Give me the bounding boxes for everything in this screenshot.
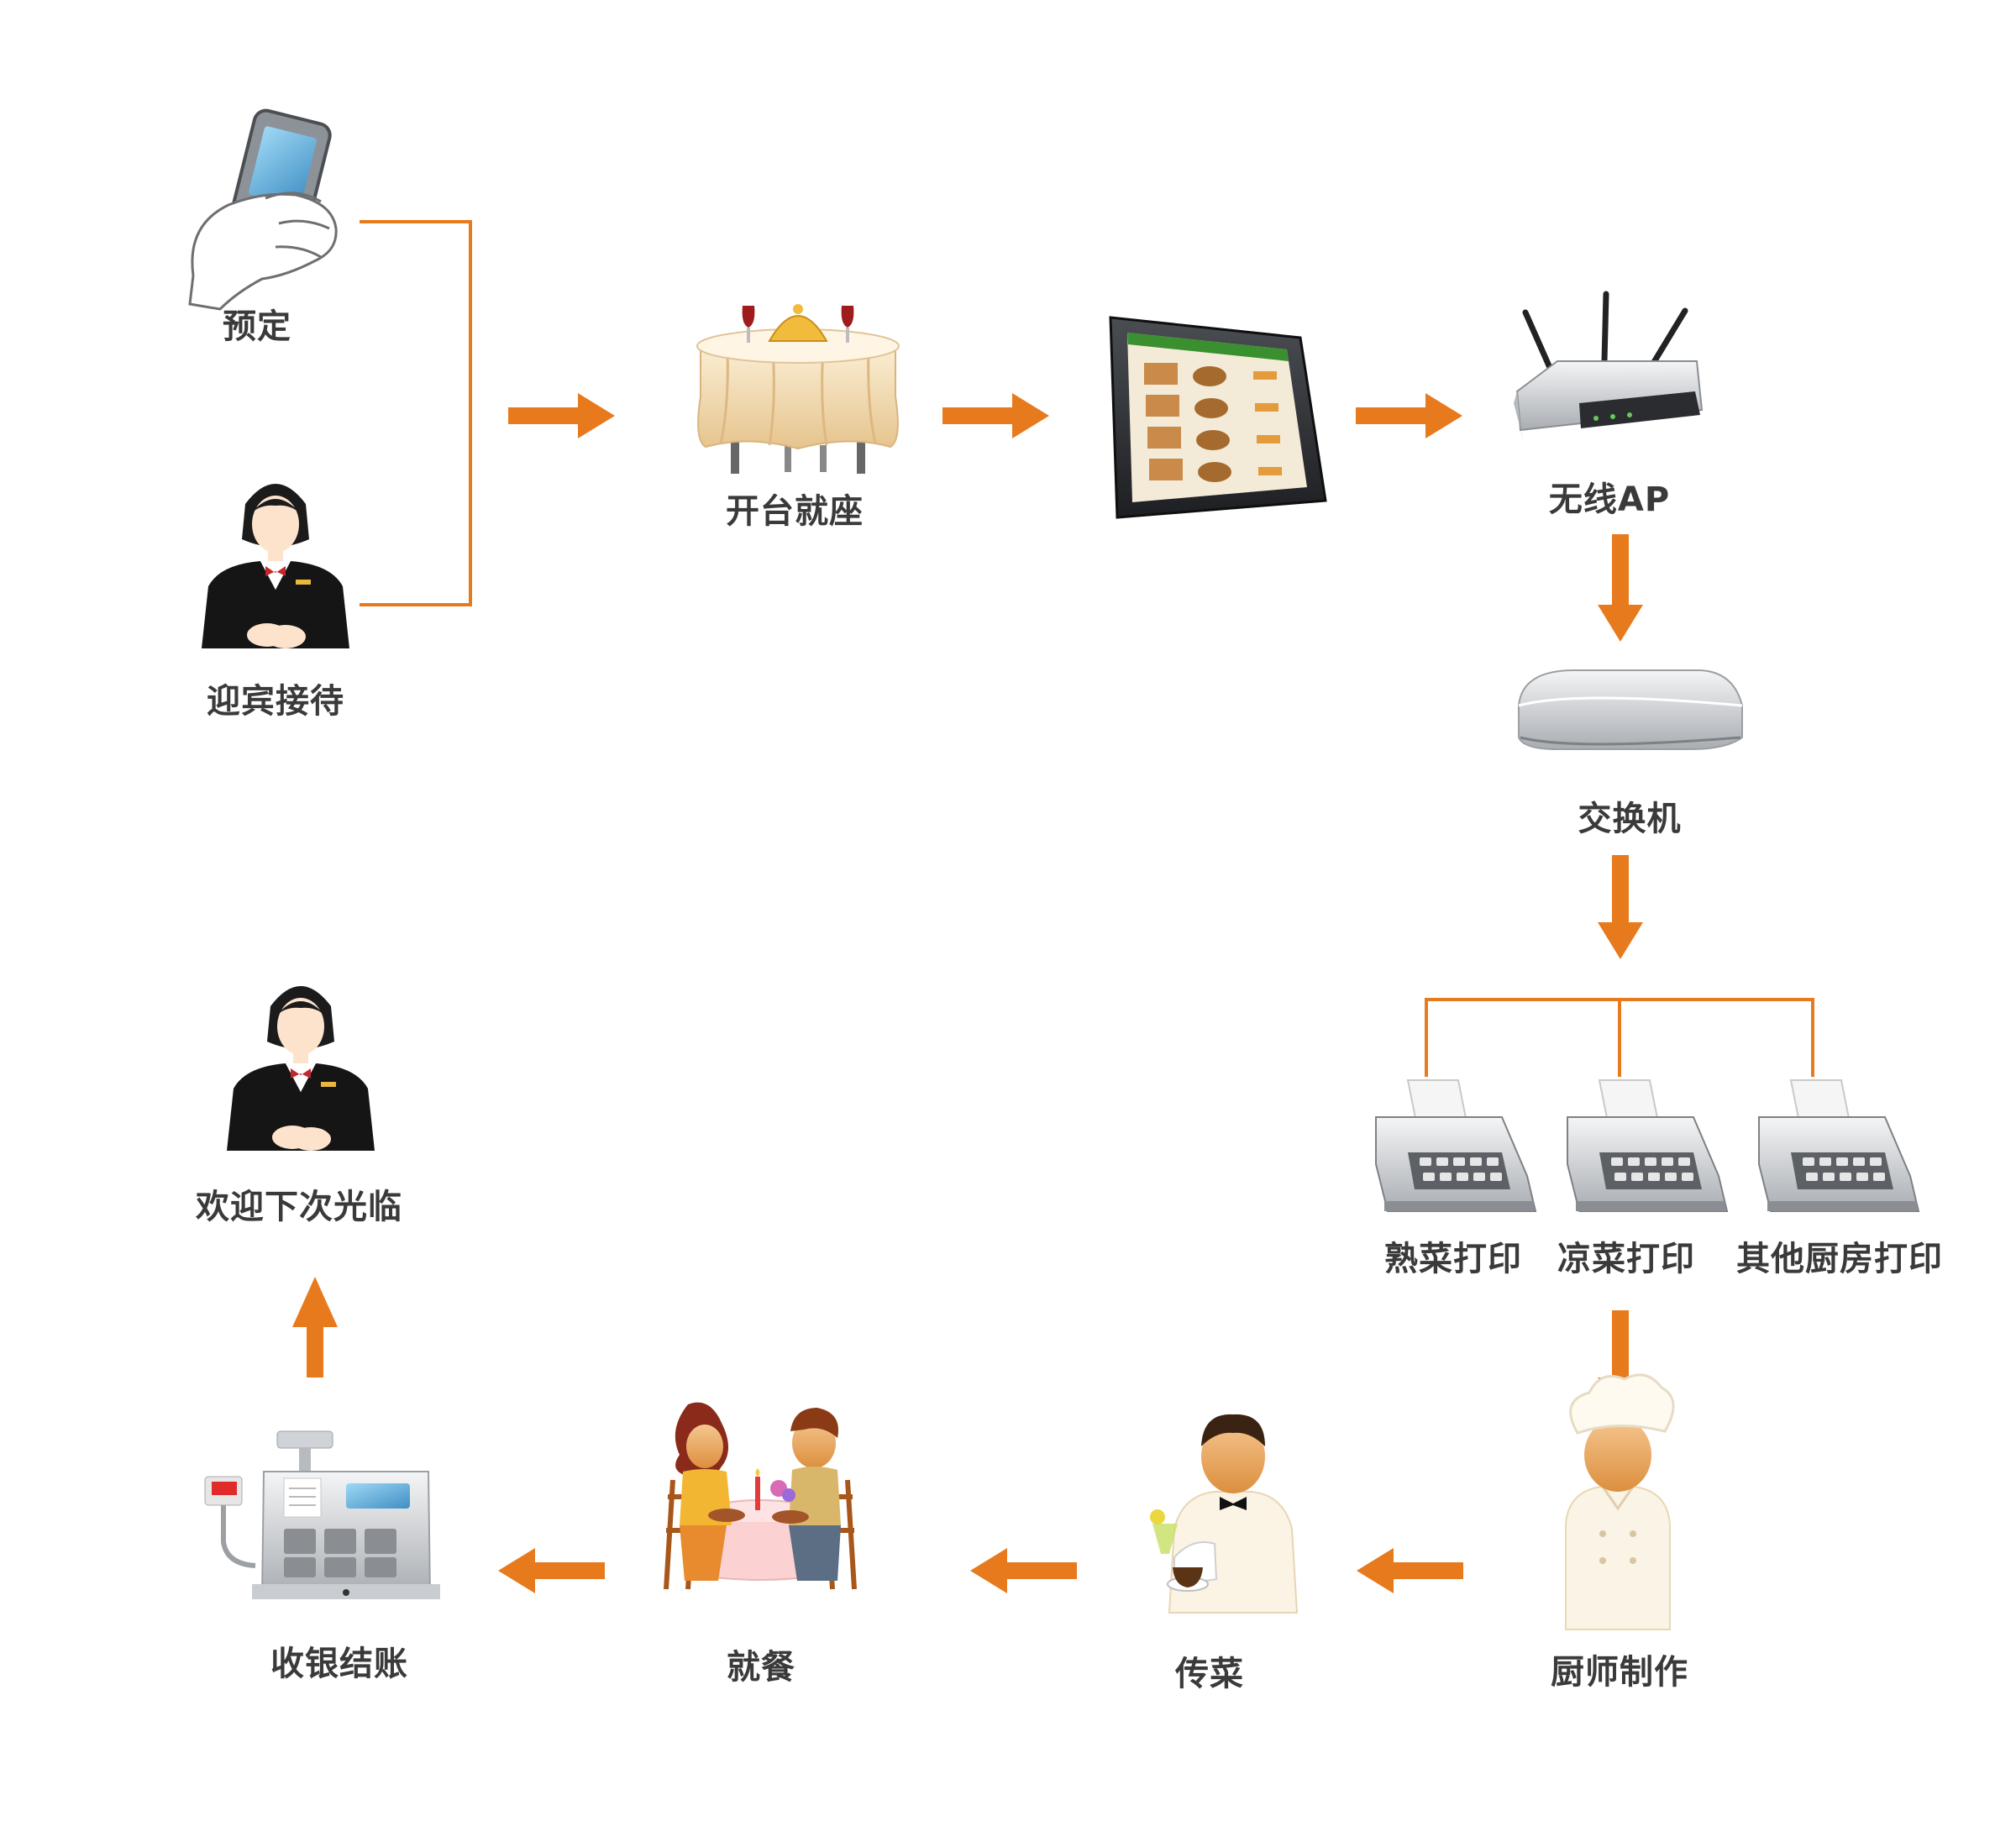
bracket-connector	[360, 220, 472, 606]
node-label-serve: 传菜	[1175, 1655, 1244, 1693]
arrow-left-icon	[498, 1548, 605, 1593]
node-label-printer-other: 其他厨房打印	[1736, 1240, 1943, 1278]
node-label-greet: 迎宾接待	[207, 682, 344, 721]
arrow-left-icon	[970, 1548, 1077, 1593]
node-label-dine: 就餐	[727, 1648, 795, 1687]
arrow-down-icon	[1598, 534, 1643, 642]
hand-phone-icon	[188, 108, 338, 311]
node-label-seating: 开台就座	[726, 492, 864, 531]
arrow-left-icon	[1357, 1548, 1463, 1593]
arrow-down-icon	[1598, 855, 1643, 959]
network-switch-icon	[1518, 669, 1743, 750]
node-label-wireless-ap: 无线AP	[1548, 480, 1671, 519]
node-label-printer-cold: 凉菜打印	[1557, 1240, 1695, 1278]
printer-branch-connector	[1425, 998, 1814, 1077]
receptionist-icon	[227, 986, 375, 1151]
printer-icon	[1375, 1079, 1536, 1212]
node-label-printer-hot: 熟菜打印	[1384, 1240, 1522, 1278]
node-label-farewell: 欢迎下次光临	[196, 1188, 402, 1226]
wireless-router-icon	[1514, 291, 1704, 442]
node-label-switch: 交换机	[1578, 800, 1682, 838]
tablet-menu-icon	[1109, 316, 1327, 519]
chef-icon	[1565, 1373, 1675, 1630]
arrow-right-icon	[1356, 393, 1462, 438]
cash-register-icon	[204, 1430, 440, 1599]
node-label-reserve: 预定	[223, 307, 291, 346]
printer-icon	[1567, 1079, 1728, 1212]
dining-table-icon	[696, 304, 900, 474]
waiter-icon	[1150, 1414, 1299, 1614]
arrow-right-icon	[508, 393, 615, 438]
receptionist-icon	[202, 484, 349, 648]
node-label-cashier: 收银结账	[270, 1645, 408, 1683]
printer-icon	[1758, 1079, 1919, 1212]
arrow-up-icon	[292, 1277, 338, 1378]
diners-icon	[664, 1402, 857, 1590]
node-label-chef: 厨师制作	[1551, 1653, 1688, 1692]
arrow-right-icon	[942, 393, 1049, 438]
